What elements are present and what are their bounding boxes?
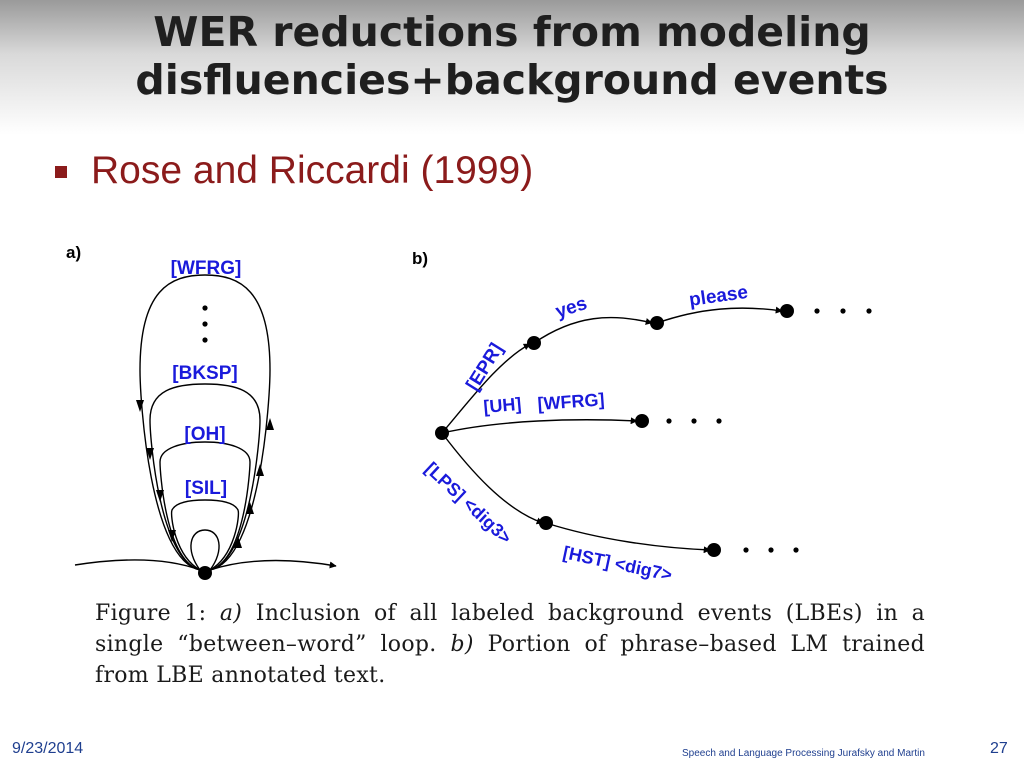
figure-caption: Figure 1: a) Inclusion of all labeled ba… bbox=[95, 598, 925, 691]
ellipsis-dot bbox=[716, 418, 722, 424]
baseline-arc-out bbox=[209, 559, 337, 571]
state-node bbox=[650, 316, 664, 330]
state-node bbox=[435, 426, 449, 440]
label-please: please bbox=[688, 282, 750, 311]
arrowhead-right-2 bbox=[256, 464, 264, 476]
slide-title: WER reductions from modeling disfluencie… bbox=[0, 8, 1024, 104]
figure-diagram: a) [WFRG] [BKSP] [OH] [SIL] b) bbox=[66, 243, 872, 585]
state-node bbox=[527, 336, 541, 350]
edge-yes bbox=[533, 316, 653, 344]
arrowhead-left-1 bbox=[136, 400, 144, 412]
caption-text-a: Inclusion of all labeled background even… bbox=[95, 601, 925, 657]
label-wfrg: [WFRG] bbox=[171, 258, 242, 279]
square-bullet-icon bbox=[55, 166, 67, 178]
ellipsis-dot bbox=[743, 547, 749, 553]
edge-epr bbox=[441, 343, 531, 434]
caption-marker-a: a) bbox=[219, 601, 243, 626]
state-node bbox=[780, 304, 794, 318]
caption-figure-number: Figure 1: bbox=[95, 601, 207, 626]
loop-wfrg bbox=[139, 274, 271, 571]
footer-credits: Speech and Language Processing Jurafsky … bbox=[682, 748, 925, 759]
baseline-arc-in bbox=[74, 559, 201, 571]
ellipsis-dot bbox=[814, 308, 820, 314]
loop-bksp bbox=[149, 383, 261, 571]
slide-title-line1: WER reductions from modeling bbox=[153, 8, 871, 56]
edge-hst bbox=[545, 522, 711, 554]
state-node bbox=[198, 566, 212, 580]
panel-a-label: a) bbox=[66, 243, 81, 262]
label-lps-dig3: [LPS] <dig3> bbox=[421, 458, 515, 548]
footer-date: 9/23/2014 bbox=[12, 740, 84, 757]
loop-oh bbox=[159, 441, 251, 571]
edge-please bbox=[656, 306, 783, 324]
ellipsis-dot bbox=[202, 305, 208, 311]
panel-b-label: b) bbox=[412, 249, 428, 268]
ellipsis-dot bbox=[666, 418, 672, 424]
ellipsis-dot bbox=[840, 308, 846, 314]
label-uh: [UH] bbox=[483, 394, 523, 417]
state-node bbox=[707, 543, 721, 557]
loop-small bbox=[190, 529, 220, 571]
label-yes: yes bbox=[553, 293, 590, 323]
diagram-b: b) [EPR] yes please [UH] [WFRG] [LPS] <d… bbox=[412, 249, 872, 585]
arrowhead-left-2 bbox=[146, 448, 154, 460]
label-oh: [OH] bbox=[184, 424, 225, 445]
edge-lps bbox=[441, 432, 544, 525]
bullet-text: Rose and Riccardi (1999) bbox=[91, 149, 534, 192]
caption-marker-b: b) bbox=[450, 632, 474, 657]
diagram-a: a) [WFRG] [BKSP] [OH] [SIL] bbox=[66, 243, 337, 580]
state-node bbox=[635, 414, 649, 428]
state-node bbox=[539, 516, 553, 530]
label-hst-dig7: [HST] <dig7> bbox=[561, 542, 674, 585]
ellipsis-dot bbox=[866, 308, 872, 314]
ellipsis-dot bbox=[768, 547, 774, 553]
ellipsis-dot bbox=[202, 337, 208, 343]
label-wfrg-b: [WFRG] bbox=[537, 389, 605, 414]
ellipsis-dot bbox=[691, 418, 697, 424]
edge-uh-wfrg bbox=[441, 417, 638, 434]
arrowhead-left-4 bbox=[168, 530, 176, 542]
arrowhead-right-4 bbox=[234, 536, 242, 548]
arrowhead-right-3 bbox=[246, 502, 254, 514]
slide-title-line2: disfluencies+background events bbox=[135, 56, 889, 104]
title-band bbox=[0, 0, 1024, 135]
caption-text-b: Portion of phrase–based LM trained from … bbox=[95, 632, 926, 688]
page-number: 27 bbox=[990, 740, 1008, 757]
loop-sil bbox=[170, 499, 240, 571]
label-sil: [SIL] bbox=[185, 478, 227, 499]
ellipsis-dot bbox=[793, 547, 799, 553]
arrowhead-right-1 bbox=[266, 418, 274, 430]
label-bksp: [BKSP] bbox=[172, 363, 237, 384]
label-epr: [EPR] bbox=[462, 340, 507, 395]
arrowhead-left-3 bbox=[156, 490, 164, 502]
ellipsis-dot bbox=[202, 321, 208, 327]
